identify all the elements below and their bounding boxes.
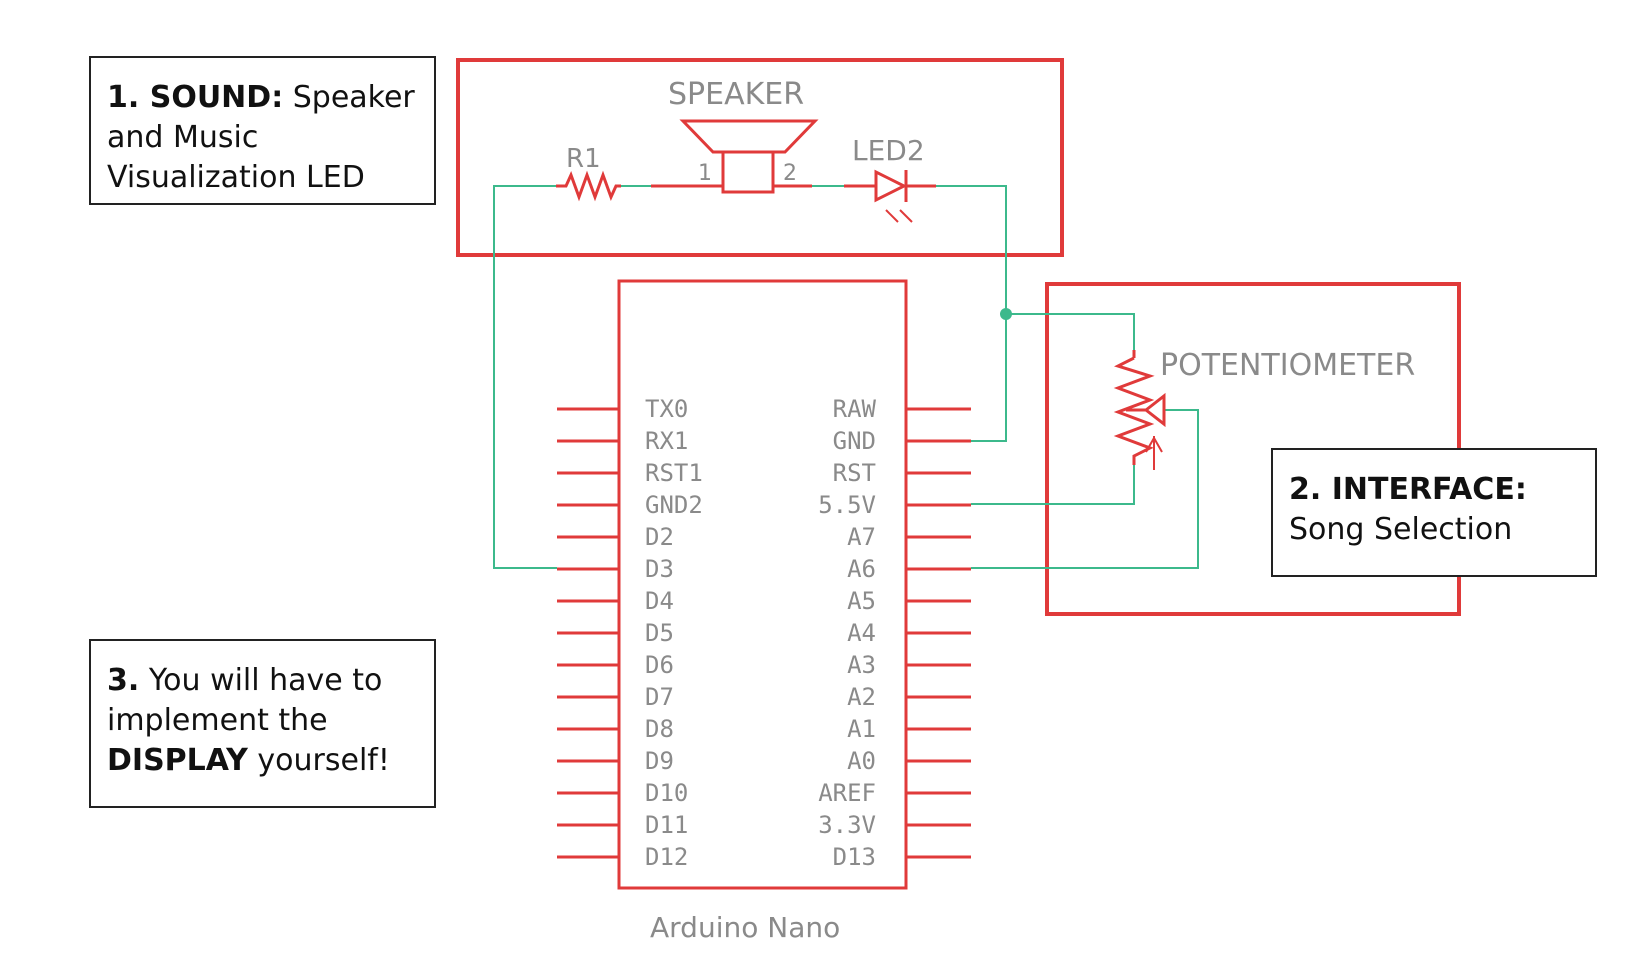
pin-label-a2: A2 xyxy=(847,683,876,711)
pin-label-rst: RST xyxy=(833,459,876,487)
wire-d3-to-r1 xyxy=(493,185,557,569)
pin-label-d9: D9 xyxy=(645,747,674,775)
display-note-number: 3. xyxy=(107,663,140,698)
pin-label-gnd: GND xyxy=(833,427,876,455)
pin-label-d11: D11 xyxy=(645,811,688,839)
potentiometer-label: POTENTIOMETER xyxy=(1160,348,1415,383)
pin-label-d3: D3 xyxy=(645,555,674,583)
pin-label-d2: D2 xyxy=(645,523,674,551)
pin-label-d8: D8 xyxy=(645,715,674,743)
speaker-symbol xyxy=(651,119,819,194)
display-note: 3. You will have to implement the DISPLA… xyxy=(89,639,436,808)
pin-label-aref: AREF xyxy=(818,779,876,807)
pin-label-d6: D6 xyxy=(645,651,674,679)
sound-note-heading: 1. SOUND: xyxy=(107,80,284,115)
interface-note-text: Song Selection xyxy=(1289,512,1513,547)
r1-label: R1 xyxy=(566,144,601,174)
wire-junction-to-pot xyxy=(1006,313,1135,350)
potentiometer-symbol xyxy=(1113,350,1166,470)
display-note-text2: yourself! xyxy=(247,743,390,778)
led-symbol xyxy=(844,169,936,223)
pin-label-d7: D7 xyxy=(645,683,674,711)
pin-label-a4: A4 xyxy=(847,619,876,647)
led-label: LED2 xyxy=(852,134,925,167)
display-note-text1: You will have to implement the xyxy=(107,663,383,738)
pin-label-d13: D13 xyxy=(833,843,876,871)
pin-label-d5: D5 xyxy=(645,619,674,647)
wire-wiper-to-a6 xyxy=(971,409,1199,569)
speaker-label: SPEAKER xyxy=(668,77,804,112)
pin-label-d4: D4 xyxy=(645,587,674,615)
pin-label-rst1: RST1 xyxy=(645,459,703,487)
sound-note-text: Speaker and Music Visualization LED xyxy=(107,80,415,195)
display-note-keyword: DISPLAY xyxy=(107,743,248,778)
speaker-pin2-label: 2 xyxy=(783,161,797,186)
pin-label-raw: RAW xyxy=(833,395,877,423)
board-label: Arduino Nano xyxy=(650,911,840,944)
pin-label-tx0: TX0 xyxy=(645,395,688,423)
interface-note: 2. INTERFACE: Song Selection xyxy=(1271,448,1597,577)
pin-label-a7: A7 xyxy=(847,523,876,551)
pin-label-33v: 3.3V xyxy=(818,811,876,839)
sound-section-box xyxy=(456,58,1064,257)
pin-label-rx1: RX1 xyxy=(645,427,688,455)
pin-label-a3: A3 xyxy=(847,651,876,679)
wire-junction-dot xyxy=(1000,308,1012,320)
pin-label-a0: A0 xyxy=(847,747,876,775)
pin-label-d12: D12 xyxy=(645,843,688,871)
wire-led-to-gnd xyxy=(936,185,1007,442)
wire-pot-to-5v xyxy=(971,465,1135,505)
pin-label-gnd2: GND2 xyxy=(645,491,703,519)
pin-label-a5: A5 xyxy=(847,587,876,615)
pin-label-a6: A6 xyxy=(847,555,876,583)
pin-label-d10: D10 xyxy=(645,779,688,807)
pin-label-55v: 5.5V xyxy=(818,491,876,519)
pin-label-a1: A1 xyxy=(847,715,876,743)
resistor-r1-symbol xyxy=(556,170,621,202)
arduino-nano-body xyxy=(617,279,908,890)
interface-note-heading: 2. INTERFACE: xyxy=(1289,472,1527,507)
sound-note: 1. SOUND: Speaker and Music Visualizatio… xyxy=(89,56,436,205)
speaker-pin1-label: 1 xyxy=(698,161,712,186)
